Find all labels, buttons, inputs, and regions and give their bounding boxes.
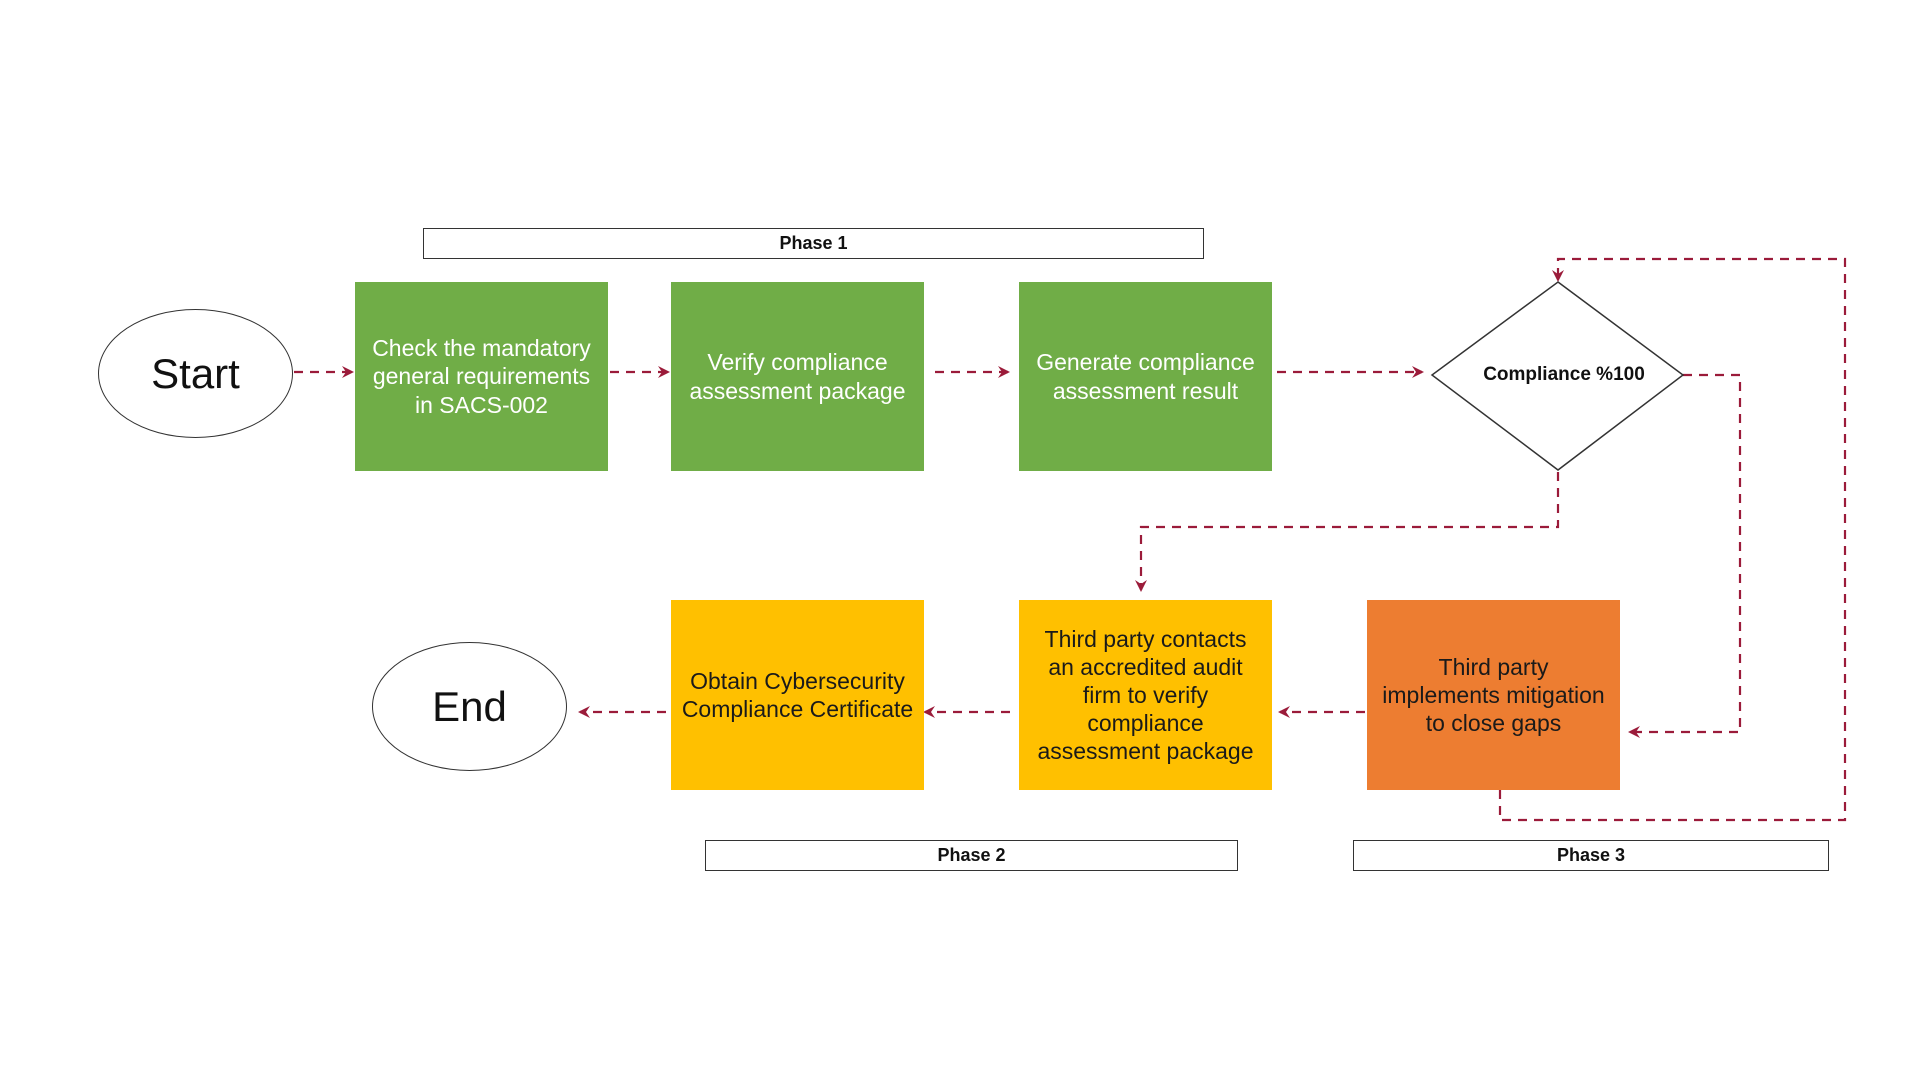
verify-package-step: Verify compliance assessment package [671,282,924,471]
arrow-mitigation-to-decision [1498,257,1847,822]
phase-1-label: Phase 1 [423,228,1204,259]
generate-result-step: Generate compliance assessment result [1019,282,1272,471]
mitigation-step: Third party implements mitigation to clo… [1367,600,1620,790]
decision-label: Compliance %100 [1483,364,1645,385]
arrow-decision-to-mitigation [1628,373,1742,738]
phase-2-label: Phase 2 [705,840,1238,871]
arrow-decision-to-audit [1135,472,1560,592]
audit-firm-step: Third party contacts an accredited audit… [1019,600,1272,790]
end-node: End [372,642,567,771]
obtain-certificate-step: Obtain Cybersecurity Compliance Certific… [671,600,924,790]
start-node: Start [98,309,293,438]
phase-3-label: Phase 3 [1353,840,1829,871]
check-requirements-step: Check the mandatory general requirements… [355,282,608,471]
decision-diamond [1430,281,1685,471]
